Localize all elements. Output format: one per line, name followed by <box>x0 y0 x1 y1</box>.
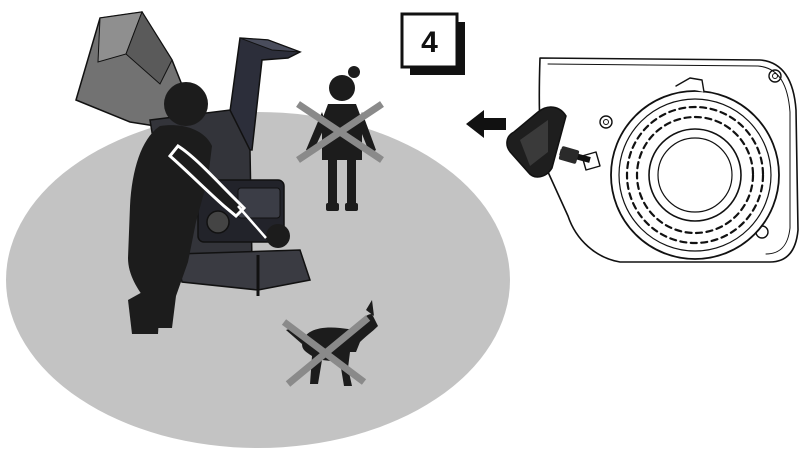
recoil-starter <box>539 58 798 262</box>
pull-direction-arrow <box>466 110 506 138</box>
step-number: 4 <box>421 26 438 59</box>
step-badge: 4 <box>402 14 465 75</box>
